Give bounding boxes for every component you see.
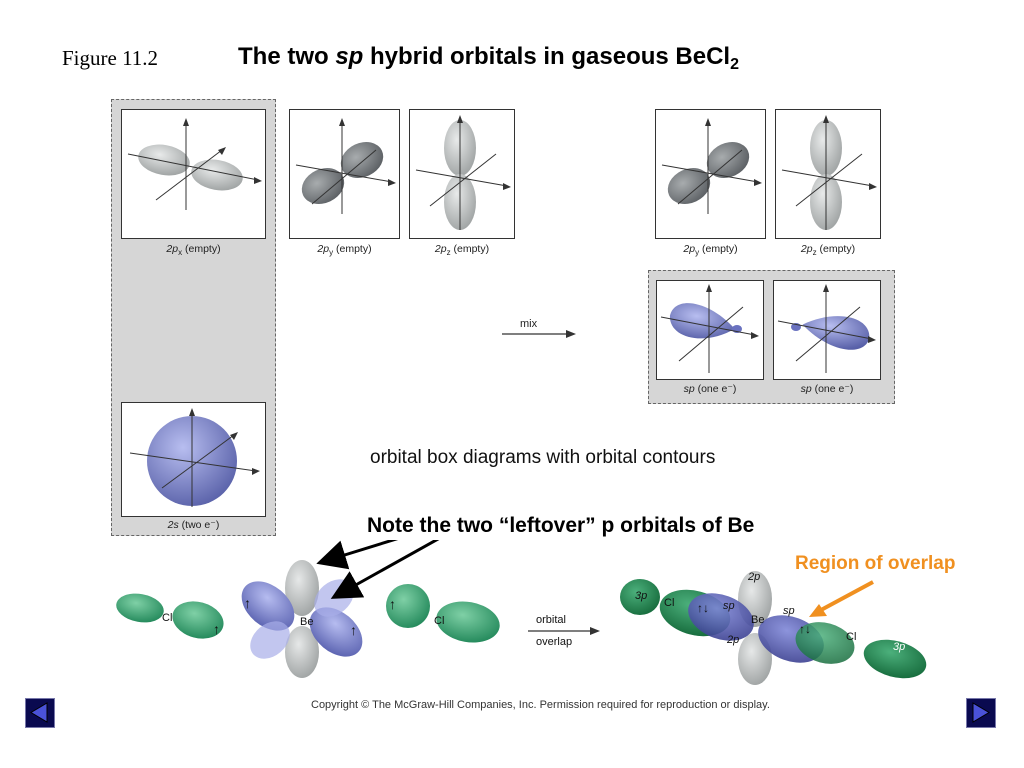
py-orbital-diagram <box>295 118 396 214</box>
caption-2py-left: 2py (empty) <box>317 243 372 258</box>
px-orbital-diagram <box>127 118 262 210</box>
caption-sp-2: sp (one e⁻) <box>800 383 854 395</box>
orbital-box-2py-left <box>289 109 400 239</box>
py-orbital-diagram-right <box>661 118 762 214</box>
label-3p-right: 3p <box>893 641 906 653</box>
orbital-box-sp-1 <box>656 280 764 380</box>
orbital-box-2s <box>121 402 266 517</box>
pz-orbital-diagram-right <box>781 115 877 230</box>
sp-orbital-diagram-1 <box>660 284 759 373</box>
pz-orbital-diagram <box>415 115 511 230</box>
label-2p-bottom: 2p <box>727 634 740 646</box>
pair-label-right: ↑↓ <box>799 622 811 636</box>
overlap-region-label: Region of overlap <box>795 553 956 574</box>
electron-arrow-1: ↑ <box>213 621 220 637</box>
caption-2px: 2px (empty) <box>166 243 221 258</box>
label-2p-top: 2p <box>748 571 761 583</box>
orbital-box-2py-right <box>655 109 766 239</box>
leftover-note: Note the two “leftover” p orbitals of Be <box>367 514 755 537</box>
orbital-box-2pz-right <box>775 109 881 239</box>
orbital-overlap-label-2: overlap <box>536 636 573 648</box>
mix-label: mix <box>520 318 538 330</box>
figure-label: Figure 11.2 <box>62 46 159 70</box>
page-title: The two sp hybrid orbitals in gaseous Be… <box>238 43 739 73</box>
s-orbital-diagram <box>129 408 260 507</box>
sp-label-right: sp <box>783 605 795 617</box>
bonded-cl-left: Cl <box>664 597 675 609</box>
caption-2py-right: 2py (empty) <box>683 243 738 258</box>
copyright-notice: Copyright © The McGraw-Hill Companies, I… <box>311 699 770 711</box>
orbital-overlap-arrow-icon <box>528 627 600 635</box>
atom-label-cl-left: Cl <box>162 612 173 624</box>
caption-sp-1: sp (one e⁻) <box>683 383 737 395</box>
electron-arrow-2: ↑ <box>244 595 251 611</box>
atom-label-cl-right: Cl <box>434 615 445 627</box>
mix-arrow-icon <box>502 330 576 338</box>
diagram-caption: orbital box diagrams with orbital contou… <box>370 447 716 468</box>
overlap-arrow-icon <box>809 580 874 617</box>
electron-arrow-3: ↑ <box>350 622 357 638</box>
orbital-overlap-label-1: orbital <box>536 614 566 626</box>
caption-2s: 2s (two e⁻) <box>167 519 220 531</box>
bonded-cl-right: Cl <box>846 631 857 643</box>
atom-label-be: Be <box>300 616 314 628</box>
separated-atoms-diagram <box>116 540 500 678</box>
label-3p-left: 3p <box>635 590 648 602</box>
triangle-left-icon <box>30 702 48 723</box>
caption-2pz-right: 2pz (empty) <box>800 243 856 258</box>
caption-2pz-left: 2pz (empty) <box>434 243 490 258</box>
electron-arrow-4: ↑ <box>389 596 396 612</box>
next-slide-button[interactable] <box>966 698 996 728</box>
bonded-be: Be <box>751 614 765 626</box>
orbital-box-2pz-left <box>409 109 515 239</box>
bonded-molecule-diagram <box>620 571 927 685</box>
triangle-right-icon <box>972 702 990 723</box>
pair-label-left: ↑↓ <box>697 601 709 615</box>
orbital-box-2px <box>121 109 266 239</box>
sp-orbital-diagram-2 <box>777 284 876 373</box>
sp-label-left: sp <box>723 600 735 612</box>
orbital-box-sp-2 <box>773 280 881 380</box>
previous-slide-button[interactable] <box>25 698 55 728</box>
